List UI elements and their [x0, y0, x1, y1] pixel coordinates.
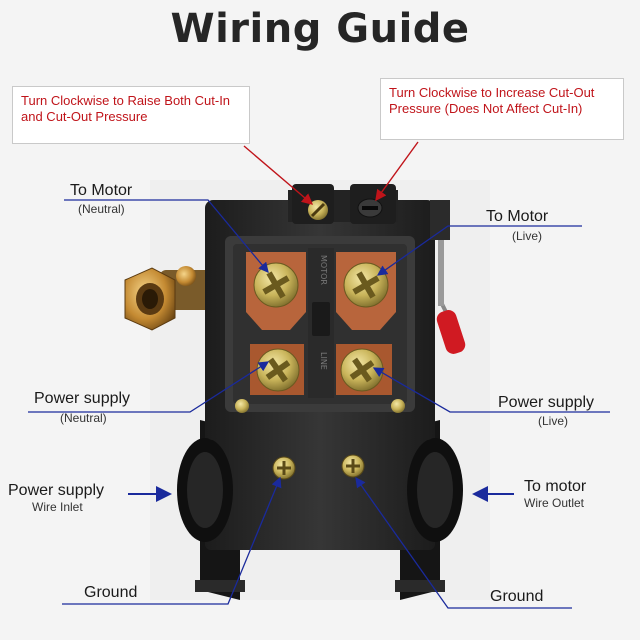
- label-to-motor-neutral: To Motor: [70, 182, 133, 199]
- terminal-screw-power-neutral: [256, 348, 300, 392]
- label-power-supply-live: Power supply: [498, 394, 595, 411]
- label-to-motor-live: To Motor: [486, 208, 549, 225]
- sublabel-power-neutral: (Neutral): [60, 411, 107, 425]
- label-ground-right: Ground: [490, 588, 544, 605]
- ground-screw-right: [341, 454, 365, 478]
- sublabel-power-live: (Live): [538, 414, 569, 428]
- sublabel-live: (Live): [512, 229, 543, 243]
- sublabel-neutral: (Neutral): [78, 202, 125, 216]
- callout-cut-out-only: Turn Clockwise to Increase Cut-Out Press…: [380, 78, 624, 140]
- page-title: Wiring Guide: [170, 6, 470, 52]
- line-marking: LINE: [319, 352, 328, 370]
- leader-lines: [28, 199, 610, 609]
- switch-body: MOTOR LINE: [205, 184, 435, 480]
- label-power-supply-inlet: Power supply: [8, 482, 105, 499]
- motor-marking: MOTOR: [319, 255, 328, 285]
- ground-screw-left: [272, 456, 296, 480]
- sublabel-wire-outlet: Wire Outlet: [524, 496, 585, 510]
- sublabel-wire-inlet: Wire Inlet: [32, 500, 83, 514]
- label-to-motor-outlet: To motor: [524, 478, 587, 495]
- callout-cut-in-cut-out: Turn Clockwise to Raise Both Cut-In and …: [12, 86, 250, 144]
- terminal-screw-power-live: [340, 348, 384, 392]
- terminal-screw-motor-neutral: [253, 262, 299, 308]
- switch-housing: [177, 410, 463, 600]
- label-power-supply-neutral: Power supply: [34, 390, 131, 407]
- pointer-left-callout: [243, 145, 314, 205]
- unloader-lever: [430, 200, 466, 354]
- pointer-right-callout: [375, 141, 419, 202]
- terminal-screw-motor-live: [343, 262, 389, 308]
- label-ground-left: Ground: [84, 584, 138, 601]
